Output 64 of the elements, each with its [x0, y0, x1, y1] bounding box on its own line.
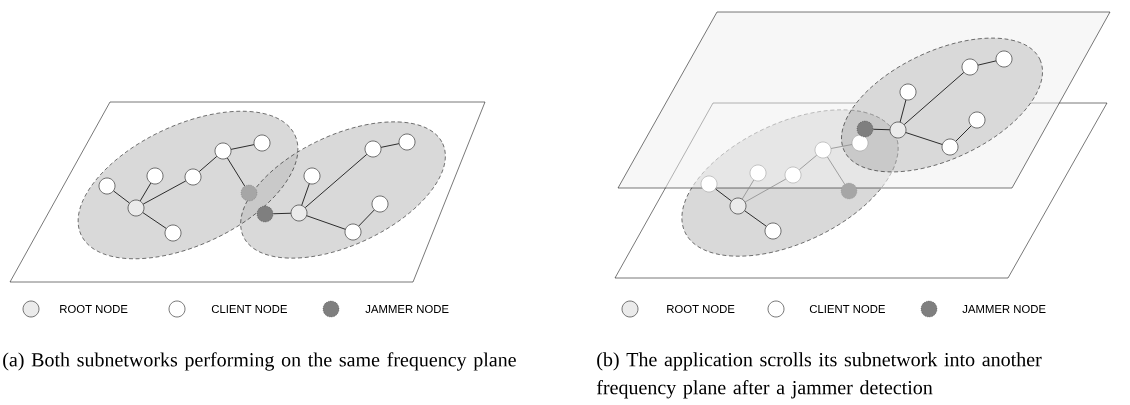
caption: (a) Both subnetworks performing on the same frequency plane [3, 352, 516, 371]
link-line [358, 209, 375, 227]
link-line [872, 128, 891, 131]
client-node [851, 134, 869, 152]
client-node [814, 141, 832, 159]
jammer-node [856, 120, 874, 138]
link-line [977, 60, 997, 66]
link-line [301, 183, 310, 206]
link-line [272, 212, 292, 215]
client-node [303, 167, 321, 185]
link-line [741, 179, 755, 200]
link-line [139, 182, 152, 202]
client-node [364, 140, 382, 158]
link-line [304, 154, 368, 208]
legend-label: JAMMER NODE [962, 305, 1046, 313]
client-node [398, 133, 416, 151]
client-node [749, 164, 767, 182]
client-node [344, 223, 362, 241]
link-line [715, 188, 732, 202]
link-line [226, 157, 246, 187]
client-node [214, 142, 232, 160]
link-line [827, 156, 845, 185]
link-line [113, 190, 130, 204]
legend-label: ROOT NODE [667, 305, 735, 313]
root-node [127, 199, 145, 217]
client-node [98, 177, 116, 195]
root-node [889, 121, 907, 139]
link-line [198, 156, 218, 172]
link-line [905, 132, 943, 145]
link-line [142, 180, 187, 205]
client-node [164, 224, 182, 242]
link-line [744, 210, 767, 227]
link-line [903, 72, 965, 125]
client-node [899, 83, 917, 101]
client-node [961, 58, 979, 76]
link-line [798, 154, 818, 171]
client-node [184, 168, 202, 186]
link-line [899, 99, 907, 123]
jammer-node [840, 182, 858, 200]
link-line [380, 143, 400, 148]
legend-label: CLIENT NODE [809, 305, 885, 313]
client-node [146, 167, 164, 185]
link-line [142, 212, 167, 229]
client-node [764, 222, 782, 240]
client-node [968, 111, 986, 129]
root-node [290, 204, 308, 222]
link-line [230, 144, 255, 150]
legend-label: CLIENT NODE [211, 305, 287, 313]
root-node [729, 197, 747, 215]
link-line [955, 125, 972, 142]
link-line [744, 178, 787, 203]
link-line [306, 215, 346, 230]
client-node [995, 50, 1013, 68]
client-node [784, 166, 802, 184]
client-node [941, 138, 959, 156]
caption: (b) The application scrolls its subnetwork into another frequency plane after a jammer detection [596, 352, 1042, 399]
client-node [253, 134, 271, 152]
legend-label: ROOT NODE [60, 305, 128, 313]
link-line [830, 144, 853, 149]
jammer-node [240, 184, 258, 202]
jammer-node [256, 205, 274, 223]
legend-label: JAMMER NODE [365, 305, 449, 313]
client-node [371, 195, 389, 213]
client-node [700, 175, 718, 193]
